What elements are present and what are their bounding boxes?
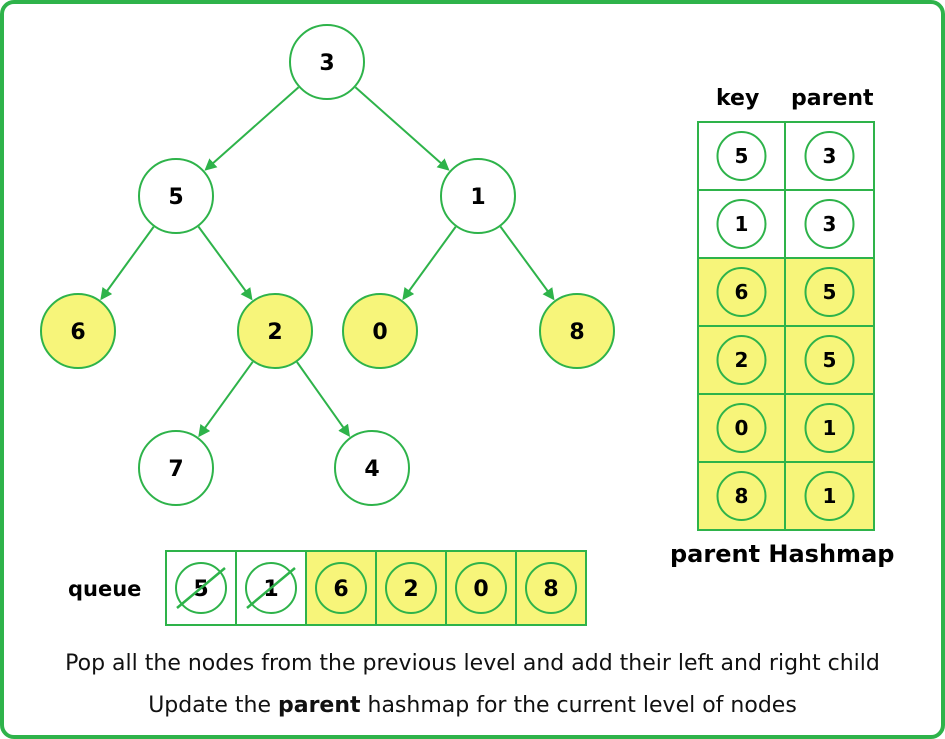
strike-through-mark xyxy=(246,567,296,609)
caption-line-2-bold: parent xyxy=(277,693,361,718)
queue-label: queue xyxy=(68,577,142,601)
tree-node-circle xyxy=(237,293,313,369)
hashmap-parent-circle xyxy=(804,131,855,181)
hashmap-key-circle xyxy=(716,335,767,385)
tree-edges xyxy=(100,86,555,438)
queue-item: 6 xyxy=(305,550,377,626)
tree-node: 6 xyxy=(40,293,116,369)
caption-line-2-end: hashmap for the current level of nodes xyxy=(360,693,797,718)
hashmap-parent-value: 5 xyxy=(823,280,837,304)
hashmap-key-circle xyxy=(716,199,767,249)
hashmap-key-circle xyxy=(716,403,767,453)
tree-node-circle xyxy=(334,430,410,506)
tree-node: 4 xyxy=(334,430,410,506)
hashmap-parent-circle xyxy=(804,199,855,249)
tree-edge-2-7 xyxy=(198,361,254,438)
tree-node-circle xyxy=(289,24,365,100)
caption-line-2: Update the parent hashmap for the curren… xyxy=(4,693,941,718)
hashmap-header-key: key xyxy=(716,86,760,111)
hashmap-key-value: 0 xyxy=(735,416,749,440)
queue-item-circle xyxy=(525,562,577,614)
tree-node: 2 xyxy=(237,293,313,369)
strike-through-mark xyxy=(176,567,226,609)
queue-array: 51 6 2 0 8 xyxy=(165,550,587,626)
queue-item: 2 xyxy=(375,550,447,626)
tree-node: 7 xyxy=(138,430,214,506)
tree-node-value: 7 xyxy=(168,457,183,482)
tree-edge-3-1 xyxy=(354,86,450,171)
hashmap-parent-value: 1 xyxy=(823,416,837,440)
hashmap-parent-circle xyxy=(804,471,855,521)
tree-node-value: 6 xyxy=(70,320,85,345)
tree-edge-2-4 xyxy=(296,361,351,437)
tree-node-circle xyxy=(539,293,615,369)
queue-item: 0 xyxy=(445,550,517,626)
caption-line-2-start: Update the xyxy=(148,693,278,718)
hashmap-key-circle xyxy=(716,471,767,521)
queue-item-value: 0 xyxy=(473,577,488,602)
hashmap-key-value: 2 xyxy=(735,348,749,372)
tree-node-circle xyxy=(138,158,214,234)
caption-line-1: Pop all the nodes from the previous leve… xyxy=(65,651,880,676)
hashmap-parent-circle xyxy=(804,267,855,317)
queue-item-value: 8 xyxy=(543,577,558,602)
tree-edge-1-0 xyxy=(402,226,457,301)
tree-node: 0 xyxy=(342,293,418,369)
hashmap-key-value: 6 xyxy=(735,280,749,304)
tree-node-value: 2 xyxy=(267,320,282,345)
hashmap-key-value: 1 xyxy=(735,212,749,236)
hashmap-parent-value: 1 xyxy=(823,484,837,508)
tree-node: 3 xyxy=(289,24,365,100)
hashmap-key-value: 5 xyxy=(735,144,749,168)
tree-node-value: 3 xyxy=(319,51,334,76)
queue-item: 8 xyxy=(515,550,587,626)
tree-node-value: 5 xyxy=(168,185,183,210)
tree-node-value: 0 xyxy=(372,320,387,345)
tree-node-value: 4 xyxy=(364,457,379,482)
hashmap-parent-circle xyxy=(804,335,855,385)
queue-item-value: 2 xyxy=(403,577,418,602)
tree-node-circle xyxy=(342,293,418,369)
tree-node-circle xyxy=(440,158,516,234)
tree-node-value: 1 xyxy=(470,185,485,210)
tree-node: 1 xyxy=(440,158,516,234)
hashmap-parent-value: 5 xyxy=(823,348,837,372)
queue-item-circle xyxy=(385,562,437,614)
tree-edge-5-2 xyxy=(197,226,253,301)
hashmap-parent-value: 3 xyxy=(823,212,837,236)
hashmap-header-parent: parent xyxy=(791,86,874,111)
tree-nodes: 3 5 1 6 2 0 8 7 4 xyxy=(40,24,615,506)
tree-node-circle xyxy=(40,293,116,369)
tree-edge-1-8 xyxy=(499,226,555,301)
hashmap-key-circle xyxy=(716,131,767,181)
tree-node: 5 xyxy=(138,158,214,234)
queue-item-circle xyxy=(315,562,367,614)
hashmap-parent-circle xyxy=(804,403,855,453)
tree-node: 8 xyxy=(539,293,615,369)
tree-edge-3-5 xyxy=(204,86,300,171)
queue-item: 1 xyxy=(235,550,307,626)
tree-edge-5-6 xyxy=(100,226,155,301)
queue-item: 5 xyxy=(165,550,237,626)
hashmap-key-value: 8 xyxy=(735,484,749,508)
tree-node-circle xyxy=(138,430,214,506)
hashmap-title: parent Hashmap xyxy=(670,540,895,568)
queue-item-circle xyxy=(455,562,507,614)
tree-node-value: 8 xyxy=(569,320,584,345)
queue-item-value: 6 xyxy=(333,577,348,602)
hashmap-parent-value: 3 xyxy=(823,144,837,168)
hashmap-key-circle xyxy=(716,267,767,317)
